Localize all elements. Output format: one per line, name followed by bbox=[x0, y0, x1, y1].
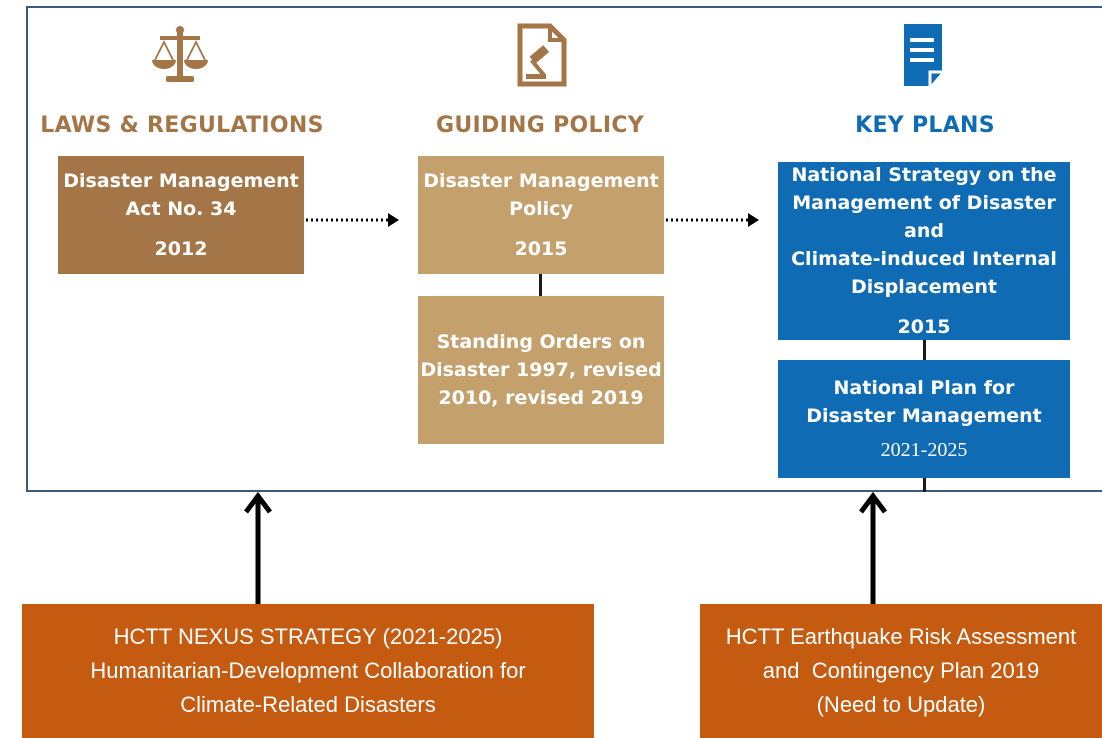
up-arrow-nexus bbox=[244, 492, 272, 604]
disaster-management-policy-box: Disaster Management Policy 2015 bbox=[418, 156, 664, 274]
dotted-arrow-policy-to-plans bbox=[666, 213, 759, 227]
act-year: 2012 bbox=[154, 238, 208, 260]
nexus-line1: HCTT NEXUS STRATEGY (2021-2025) bbox=[113, 624, 503, 649]
scales-icon bbox=[152, 26, 208, 82]
disaster-management-act-box: Disaster Management Act No. 34 2012 bbox=[58, 156, 304, 274]
document-list-icon bbox=[904, 24, 942, 86]
standing-orders-box: Standing Orders on Disaster 1997, revise… bbox=[418, 296, 664, 444]
document-gavel-icon bbox=[517, 23, 567, 87]
strategy-year: 2015 bbox=[897, 316, 951, 338]
nexus-line2: Humanitarian-Development Collaboration f… bbox=[90, 658, 526, 683]
earthquake-line2: and Contingency Plan 2019 bbox=[762, 658, 1040, 683]
key-plans-title: KEY PLANS bbox=[855, 113, 995, 138]
policy-year: 2015 bbox=[514, 238, 568, 260]
act-line2: Act No. 34 bbox=[125, 198, 237, 220]
framework-frame bbox=[26, 6, 1102, 492]
up-arrow-earthquake bbox=[859, 492, 887, 604]
plan-year: 2021-2025 bbox=[880, 439, 968, 461]
strategy-to-plan-connector bbox=[923, 340, 926, 360]
policy-to-standing-connector bbox=[539, 274, 542, 296]
dotted-arrow-act-to-policy bbox=[306, 213, 399, 227]
policy-line1: Disaster Management bbox=[423, 170, 659, 192]
policy-line2: Policy bbox=[509, 198, 573, 220]
laws-regulations-title: LAWS & REGULATIONS bbox=[40, 113, 324, 138]
strategy-line1: National Strategy on the bbox=[791, 164, 1057, 186]
national-strategy-box: National Strategy on the Management of D… bbox=[778, 162, 1070, 340]
plan-line1: National Plan for bbox=[833, 377, 1015, 399]
earthquake-line1: HCTT Earthquake Risk Assessment bbox=[725, 624, 1077, 649]
hctt-nexus-strategy-box: HCTT NEXUS STRATEGY (2021-2025) Humanita… bbox=[22, 604, 594, 738]
act-line1: Disaster Management bbox=[63, 170, 299, 192]
national-plan-box: National Plan for Disaster Management 20… bbox=[778, 360, 1070, 478]
earthquake-line3: (Need to Update) bbox=[816, 692, 986, 717]
standing-line3: 2010, revised 2019 bbox=[438, 387, 644, 409]
strategy-line2: Management of Disaster and bbox=[792, 192, 1056, 242]
standing-line1: Standing Orders on bbox=[436, 331, 646, 353]
standing-line2: Disaster 1997, revised bbox=[420, 359, 662, 381]
plan-bottom-connector bbox=[923, 478, 926, 492]
plan-line2: Disaster Management bbox=[806, 405, 1042, 427]
hctt-earthquake-plan-box: HCTT Earthquake Risk Assessment and Cont… bbox=[700, 604, 1102, 738]
guiding-policy-title: GUIDING POLICY bbox=[436, 113, 644, 138]
nexus-line3: Climate-Related Disasters bbox=[180, 692, 436, 717]
strategy-line4: Displacement bbox=[851, 276, 997, 298]
strategy-line3: Climate-induced Internal bbox=[791, 248, 1057, 270]
